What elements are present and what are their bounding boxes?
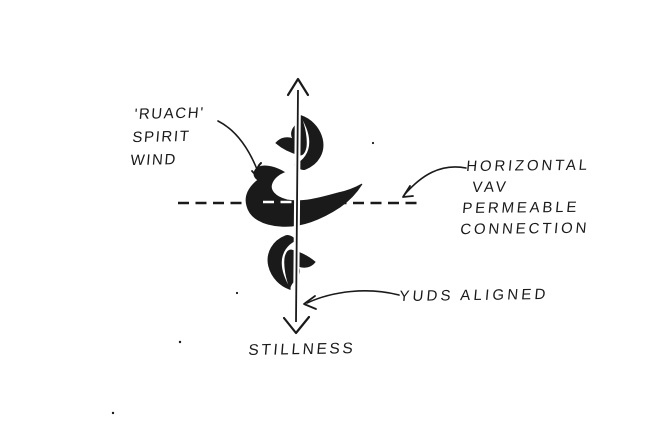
connection-line: CONNECTION xyxy=(459,219,590,239)
ruach-line: 'RUACH' xyxy=(133,104,206,124)
horizontal-vav-leader-arrow xyxy=(402,166,467,198)
down-arrowhead-icon xyxy=(282,315,311,335)
lower-yud-glyph xyxy=(267,235,316,290)
ink-specks xyxy=(111,141,375,415)
ruach-leader-arrow xyxy=(217,120,265,181)
ruach-spirit-wind-label: 'RUACH' SPIRIT WIND xyxy=(129,104,206,177)
vertical-axis-line xyxy=(293,89,301,323)
vav-swoosh-glyph xyxy=(245,162,363,227)
up-arrowhead-icon xyxy=(286,77,310,97)
yuds-aligned-label: YUDS ALIGNED xyxy=(398,285,550,306)
horizontal-line: HORIZONTAL xyxy=(465,156,591,176)
stillness-label: STILLNESS xyxy=(247,340,357,360)
yuds-aligned-text: YUDS ALIGNED xyxy=(398,285,550,306)
horizontal-vav-label: HORIZONTAL VAV PERMEABLE CONNECTION xyxy=(459,156,596,243)
wind-line: WIND xyxy=(129,151,178,170)
permeable-line: PERMEABLE xyxy=(461,198,581,218)
stillness-text: STILLNESS xyxy=(247,340,357,360)
yuds-aligned-leader-arrow xyxy=(303,290,400,310)
spirit-line: SPIRIT xyxy=(131,127,192,147)
vav-line: VAV xyxy=(471,178,510,196)
